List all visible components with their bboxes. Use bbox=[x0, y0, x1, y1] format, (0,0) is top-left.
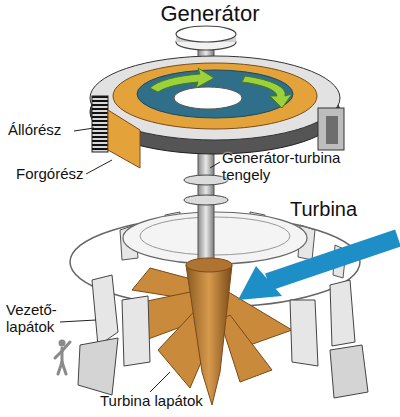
water-flow-arrow bbox=[238, 238, 398, 300]
part-label: Turbina bbox=[290, 198, 380, 220]
coupling bbox=[184, 195, 228, 205]
runner bbox=[128, 258, 292, 405]
part-label: Állórész bbox=[8, 122, 78, 139]
person-scale bbox=[55, 340, 70, 375]
inner-ring-lip bbox=[140, 217, 290, 255]
part-label: Generátor-turbina tengely bbox=[222, 150, 352, 183]
part-label: Vezető- lapátok bbox=[6, 302, 64, 335]
inner-ring bbox=[123, 212, 307, 264]
shaft-cap-top bbox=[176, 26, 236, 42]
part-label: Turbina lapátok bbox=[100, 393, 240, 410]
part-label: Generátor bbox=[150, 2, 270, 26]
coupling bbox=[184, 175, 228, 185]
part-label: Forgórész bbox=[16, 166, 91, 183]
leader-lines bbox=[60, 128, 220, 392]
guide-vanes-front bbox=[78, 275, 368, 398]
